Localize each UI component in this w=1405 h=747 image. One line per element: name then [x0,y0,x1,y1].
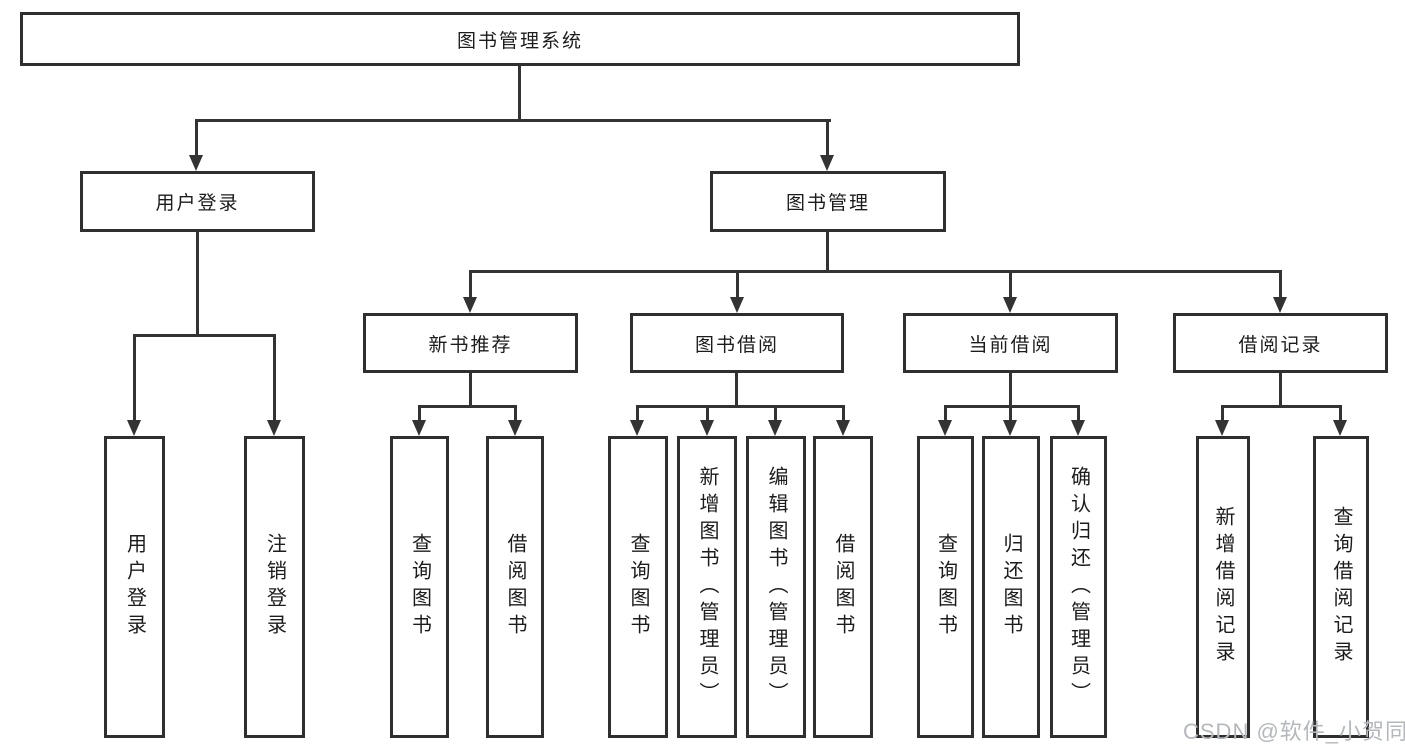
connector-root-stem [518,66,521,120]
arrow-down-icon [730,297,744,313]
arrow-down-icon [1003,420,1017,436]
connector-drop-new-book-recommend [469,270,472,298]
arrow-down-icon [189,155,203,171]
leaf-add-book-admin: 新增图书（管理员） [677,436,737,738]
arrow-down-icon [1215,420,1229,436]
arrow-down-icon [1071,420,1085,436]
arrow-down-icon [700,420,714,436]
connector-level1-bar [195,119,831,122]
connector-drop [1221,405,1224,421]
leaf-borrow-books-recommend: 借阅图书 [486,436,544,738]
connector-drop-book-borrow [736,270,739,298]
arrow-down-icon [630,420,644,436]
arrow-down-icon [1003,297,1017,313]
leaf-borrow-books: 借阅图书 [813,436,873,738]
node-new-book-recommend: 新书推荐 [363,313,578,373]
connector-drop-current-borrow [1009,270,1012,298]
leaf-confirm-return-admin: 确认归还（管理员） [1050,436,1107,738]
connector-borrow-records-bar [1221,405,1342,408]
arrow-down-icon [1273,297,1287,313]
connector-drop [706,405,709,421]
connector-drop-borrow-records [1279,270,1282,298]
arrow-down-icon [820,155,834,171]
leaf-user-login: 用户登录 [104,436,165,738]
connector-drop-user-login [195,119,198,156]
connector-drop [944,405,947,421]
node-user-login: 用户登录 [80,171,315,232]
connector-drop [636,405,639,421]
connector-drop [1339,405,1342,421]
arrow-down-icon [463,297,477,313]
connector-drop [1009,405,1012,421]
leaf-add-borrow-record: 新增借阅记录 [1196,436,1250,738]
arrow-down-icon [938,420,952,436]
connector-drop [842,405,845,421]
arrow-down-icon [768,420,782,436]
connector-new-book-bar [418,405,517,408]
arrow-down-icon [127,420,141,436]
connector-drop [774,405,777,421]
leaf-query-books-current: 查询图书 [917,436,974,738]
connector-borrow-records-stem [1279,373,1282,406]
node-borrow-records: 借阅记录 [1173,313,1388,373]
connector-drop [514,405,517,421]
arrow-down-icon [267,420,281,436]
connector-drop [418,405,421,421]
connector-user-login-stem [196,232,199,335]
csdn-watermark: CSDN @软件_小贺同学 [1183,719,1405,744]
arrow-down-icon [508,420,522,436]
connector-level2-bar [469,270,1282,273]
connector-book-borrow-stem [735,373,738,406]
leaf-logout: 注销登录 [244,436,305,738]
leaf-query-books-recommend: 查询图书 [390,436,449,738]
leaf-query-borrow-record: 查询借阅记录 [1313,436,1369,738]
connector-book-management-stem [826,232,829,271]
connector-drop-leaf-user-login [133,334,136,421]
leaf-edit-book-admin: 编辑图书（管理员） [746,436,806,738]
arrow-down-icon [836,420,850,436]
node-book-borrow: 图书借阅 [630,313,844,373]
connector-new-book-stem [469,373,472,406]
node-book-management: 图书管理 [710,171,946,232]
connector-drop [1077,405,1080,421]
connector-user-login-bar [133,334,276,337]
connector-book-borrow-bar [636,405,845,408]
connector-current-borrow-bar [944,405,1080,408]
leaf-query-books-borrow: 查询图书 [608,436,668,738]
node-book-management-system: 图书管理系统 [20,12,1020,66]
arrow-down-icon [1333,420,1347,436]
node-current-borrow: 当前借阅 [903,313,1118,373]
connector-current-borrow-stem [1009,373,1012,406]
leaf-return-book: 归还图书 [982,436,1040,738]
connector-drop-book-management [826,119,829,156]
connector-drop-leaf-logout [273,334,276,421]
arrow-down-icon [412,420,426,436]
